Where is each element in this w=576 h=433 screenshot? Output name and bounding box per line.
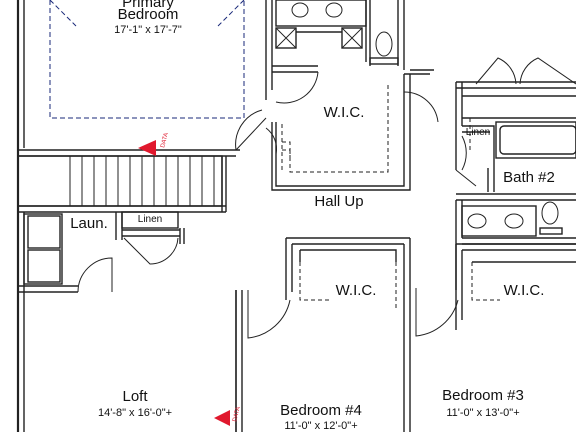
laundry-label: Laun.	[70, 215, 108, 232]
bedroom4-dims: 11'-0" x 12'-0"+	[284, 420, 358, 432]
bath2-walls	[455, 81, 576, 290]
bed4-wic-label: W.I.C.	[335, 282, 377, 299]
bath2-door-arc	[461, 135, 467, 171]
tray-ceiling-outline	[49, 0, 245, 119]
bed3-wic-door	[415, 288, 459, 337]
primary-bedroom-right-wall	[265, 0, 273, 100]
bed4-wic-walls	[285, 237, 411, 432]
primary-wic-label: W.I.C.	[323, 104, 365, 121]
hall-up-label: Hall Up	[314, 193, 364, 210]
bed3-wic-dashed	[471, 262, 500, 301]
primary-bedroom-wall	[18, 149, 240, 157]
data-marker-arrow-icon	[214, 410, 230, 426]
primary-bedroom-door	[235, 109, 263, 151]
linen-bath-label: Linen	[465, 127, 491, 138]
bed3-wic-label: W.I.C.	[503, 282, 545, 299]
primary-wic-door	[275, 71, 319, 104]
primary-bath	[272, 0, 405, 73]
data-marker-arrow-icon	[138, 140, 156, 156]
primary-wic-dashed	[282, 84, 389, 173]
bedroom3-label: Bedroom #3	[442, 387, 524, 404]
data-marker-text: DATA	[232, 406, 242, 422]
wic-door-2	[265, 127, 277, 155]
primary-bedroom-door-leaf	[235, 117, 267, 151]
bedroom4-label: Bedroom #4	[280, 402, 362, 419]
laundry-walls	[17, 206, 185, 293]
primary-bedroom-dims: 17'-1" x 17'-7"	[114, 24, 182, 36]
tray-ceiling-diagonal	[49, 0, 245, 27]
linen-door	[123, 237, 179, 265]
bedroom3-dims: 11'-0" x 13'-0"+	[446, 407, 520, 419]
primary-bedroom-label-line2: Bedroom	[117, 6, 179, 23]
linen-laundry-label: Linen	[137, 214, 163, 225]
data-marker-text: DATA	[160, 132, 170, 148]
laundry-door	[77, 257, 113, 293]
bed4-wic-dashed	[299, 262, 397, 310]
primary-bedroom-label-line1: Primary	[122, 0, 174, 11]
bath2-label: Bath #2	[503, 169, 555, 186]
hall-door	[403, 91, 439, 123]
bed3-wic-walls	[455, 243, 576, 330]
bath2-double-door	[475, 57, 576, 85]
bed4-wic-door	[247, 290, 291, 339]
loft-dims: 14'-8" x 16'-0"+	[97, 407, 173, 419]
loft-label: Loft	[122, 388, 148, 405]
staircase	[17, 155, 227, 213]
